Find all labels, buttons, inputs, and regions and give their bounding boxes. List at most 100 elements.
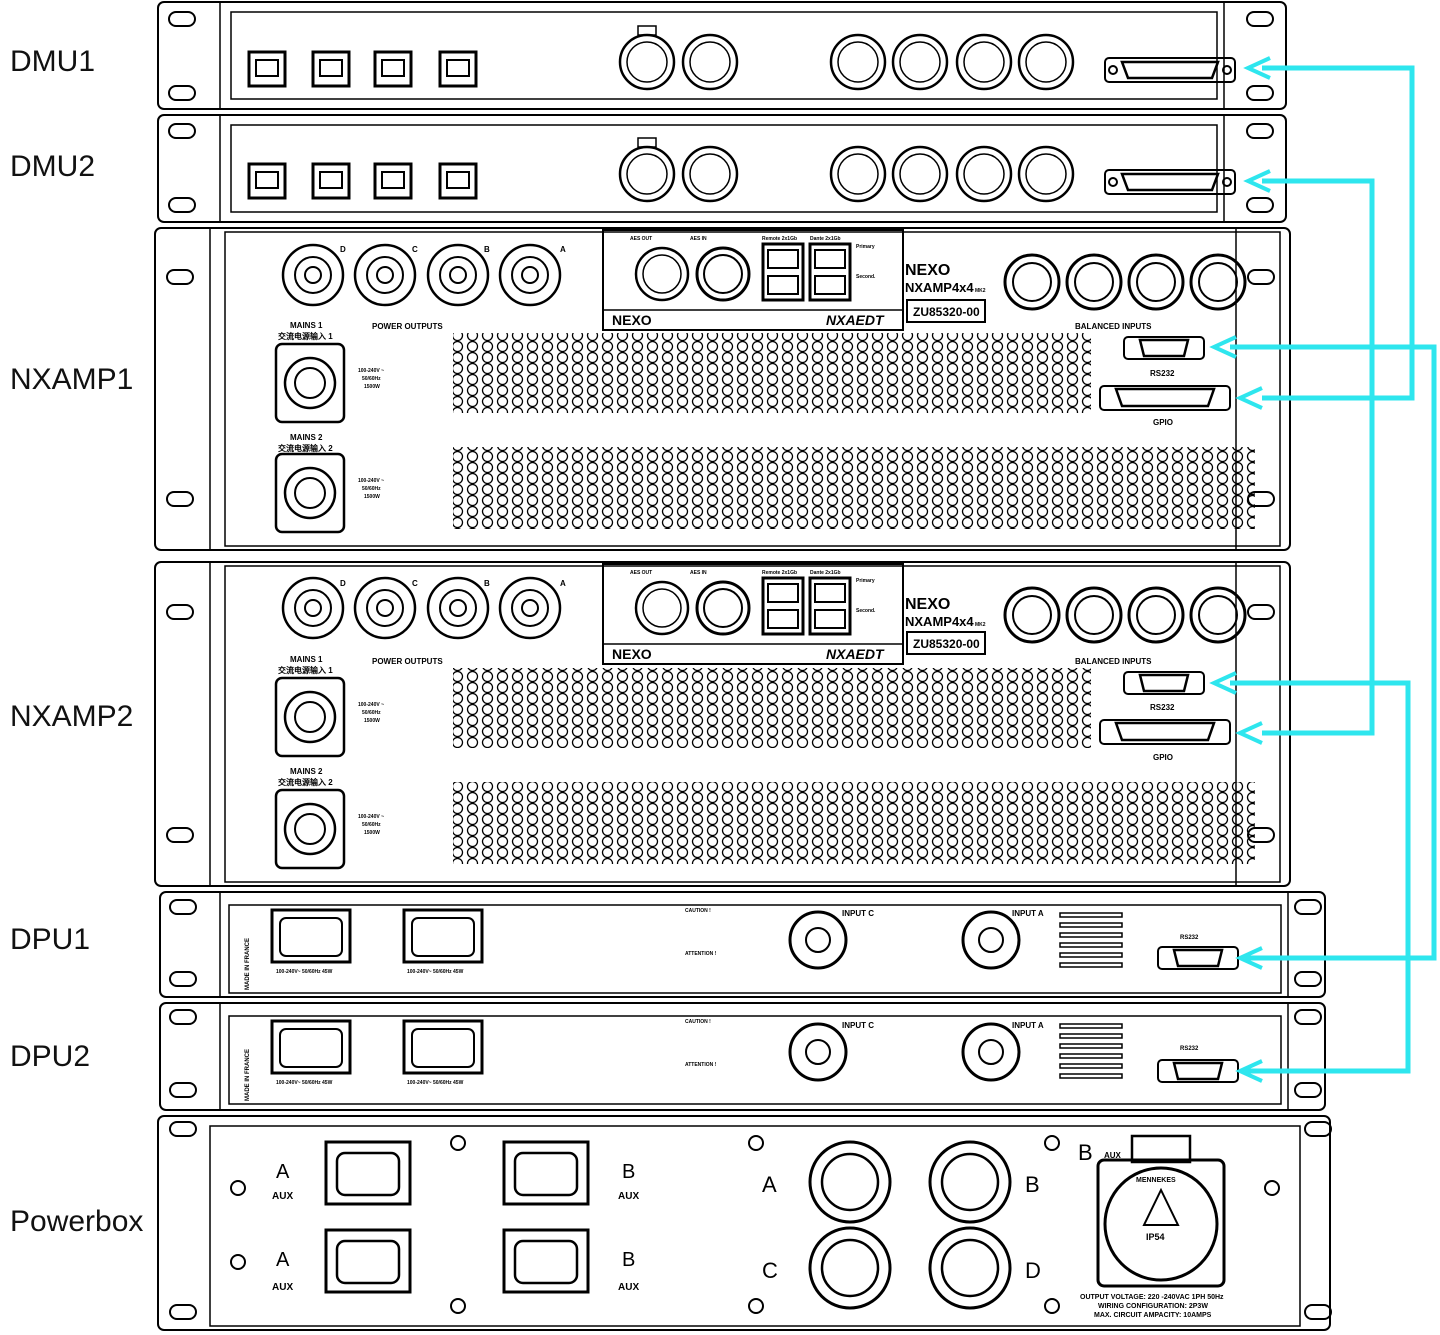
vent-grille	[453, 668, 1091, 748]
speakon-output-b[interactable]	[426, 576, 490, 640]
rating-label: 100-240V~ 50/60Hz 45W	[407, 1080, 464, 1086]
model-name: NXAMP4x4	[905, 614, 974, 629]
dante-ethernet-port[interactable]	[808, 242, 852, 302]
vent-grille	[453, 782, 1255, 864]
speakon-output-b[interactable]	[426, 243, 490, 307]
speakon-input-c[interactable]	[788, 910, 848, 970]
vent-grille	[453, 333, 1091, 413]
balanced-input-a[interactable]	[1189, 253, 1247, 311]
mains2-powercon-inlet[interactable]	[274, 788, 346, 870]
channel-c-label: C	[412, 245, 418, 254]
speakon-output-c[interactable]	[353, 576, 417, 640]
cable-gland-c[interactable]	[808, 1226, 892, 1310]
gpio-port[interactable]	[1099, 719, 1231, 745]
db25-connector[interactable]	[1104, 57, 1236, 83]
aes-in-connector[interactable]	[695, 580, 751, 636]
xlr-male-connector[interactable]	[681, 33, 739, 91]
rs232-port[interactable]	[1123, 336, 1205, 360]
iec-inlet[interactable]	[402, 908, 484, 964]
iec-outlet-a-top[interactable]	[324, 1140, 412, 1206]
spec-output-voltage: OUTPUT VOLTAGE: 220 -240VAC 1PH 50Hz	[1080, 1294, 1224, 1301]
mains2-label: MAINS 2	[290, 767, 323, 776]
aes-out-connector[interactable]	[634, 246, 690, 302]
ethernet-port[interactable]	[247, 162, 287, 200]
dmu2-unit	[157, 114, 1287, 223]
speakon-output-a[interactable]	[498, 576, 562, 640]
ethernet-port[interactable]	[373, 162, 413, 200]
balanced-input-b[interactable]	[1127, 253, 1185, 311]
frequency-label: 50/60Hz	[362, 486, 381, 492]
xlr-connector[interactable]	[891, 145, 949, 203]
iec-inlet[interactable]	[270, 908, 352, 964]
aes-in-connector[interactable]	[695, 246, 751, 302]
cable-arrowheads	[1209, 56, 1271, 1083]
ethernet-port[interactable]	[438, 162, 478, 200]
xlr-connector[interactable]	[829, 33, 887, 91]
dante-ethernet-port[interactable]	[808, 576, 852, 636]
label-powerbox: Powerbox	[10, 1205, 144, 1238]
cable-gland-b[interactable]	[928, 1140, 1012, 1224]
xlr-connector[interactable]	[955, 33, 1013, 91]
gland-c-label: C	[762, 1258, 778, 1283]
balanced-input-d[interactable]	[1003, 586, 1061, 644]
db25-connector[interactable]	[1104, 169, 1236, 195]
iec-inlet[interactable]	[402, 1019, 484, 1075]
ethernet-port[interactable]	[438, 50, 478, 88]
balanced-input-a[interactable]	[1189, 586, 1247, 644]
gpio-port[interactable]	[1099, 385, 1231, 411]
speakon-input-a[interactable]	[961, 910, 1021, 970]
spec-wiring: WIRING CONFIGURATION: 2P3W	[1098, 1303, 1208, 1310]
speakon-input-c[interactable]	[788, 1022, 848, 1082]
mennekes-b-label: B	[1078, 1140, 1093, 1165]
iec-outlet-a-bottom[interactable]	[324, 1228, 412, 1294]
iec-outlet-b-bottom[interactable]	[502, 1228, 590, 1294]
xlr-connector[interactable]	[955, 145, 1013, 203]
speakon-output-d[interactable]	[281, 243, 345, 307]
dante-label: Dante 2x1Gb	[810, 570, 841, 576]
xlr-connector[interactable]	[891, 33, 949, 91]
card-name: NXAEDT	[826, 312, 885, 328]
label-dmu1: DMU1	[10, 45, 96, 78]
remote-ethernet-port[interactable]	[761, 576, 805, 636]
remote-ethernet-port[interactable]	[761, 242, 805, 302]
iec-inlet[interactable]	[270, 1019, 352, 1075]
balanced-input-c[interactable]	[1065, 586, 1123, 644]
rs232-port[interactable]	[1123, 671, 1205, 695]
mennekes-socket[interactable]	[1096, 1134, 1226, 1288]
cable-gland-d[interactable]	[928, 1226, 1012, 1310]
mains2-powercon-inlet[interactable]	[274, 452, 346, 534]
xlr-female-connector[interactable]	[618, 25, 676, 91]
speakon-input-a[interactable]	[961, 1022, 1021, 1082]
xlr-male-connector[interactable]	[681, 145, 739, 203]
arrow-icon	[1235, 946, 1263, 970]
balanced-input-b[interactable]	[1127, 586, 1185, 644]
mains1-powercon-inlet[interactable]	[274, 342, 346, 424]
xlr-connector[interactable]	[1017, 33, 1075, 91]
aux-label: AUX	[618, 1282, 639, 1293]
ethernet-port[interactable]	[311, 162, 351, 200]
arrow-icon	[1235, 386, 1263, 410]
iec-outlet-b-top[interactable]	[502, 1140, 590, 1206]
arrow-icon	[1243, 56, 1271, 80]
attention-label: ATTENTION !	[685, 951, 717, 957]
ethernet-port[interactable]	[373, 50, 413, 88]
xlr-connector[interactable]	[829, 145, 887, 203]
xlr-female-connector[interactable]	[618, 137, 676, 203]
gland-a-label: A	[762, 1172, 777, 1197]
speakon-output-d[interactable]	[281, 576, 345, 640]
aes-out-label: AES OUT	[630, 236, 652, 242]
speakon-output-c[interactable]	[353, 243, 417, 307]
xlr-connector[interactable]	[1017, 145, 1075, 203]
speakon-output-a[interactable]	[498, 243, 562, 307]
cable-gland-a[interactable]	[808, 1140, 892, 1224]
ethernet-port[interactable]	[247, 50, 287, 88]
ethernet-port[interactable]	[311, 50, 351, 88]
balanced-input-c[interactable]	[1065, 253, 1123, 311]
mains1-powercon-inlet[interactable]	[274, 676, 346, 758]
arrow-icon	[1209, 335, 1237, 359]
aes-out-connector[interactable]	[634, 580, 690, 636]
dante-label: Dante 2x1Gb	[810, 236, 841, 242]
label-nxamp2: NXAMP2	[10, 700, 134, 733]
nxamp2-unit: D C B A POWER OUTPUTS NEXO NXAEDT AES OU…	[154, 561, 1291, 887]
balanced-input-d[interactable]	[1003, 253, 1061, 311]
